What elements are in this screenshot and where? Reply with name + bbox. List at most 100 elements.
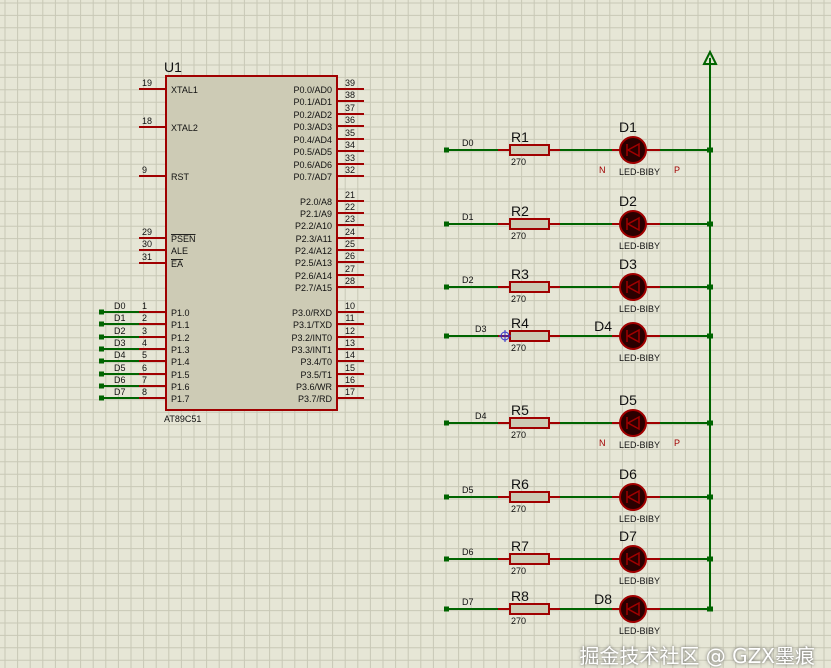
pin-name: P1.3 — [171, 345, 190, 355]
resistor-R6[interactable] — [509, 491, 550, 503]
led-D1[interactable] — [619, 136, 647, 164]
resistor-value: 270 — [511, 294, 526, 304]
pin-name: P3.3/INT1 — [291, 345, 332, 355]
pin-number: 10 — [345, 301, 355, 311]
led-ref: D2 — [619, 193, 637, 209]
pin-number: 18 — [142, 116, 152, 126]
pin-name: P1.6 — [171, 382, 190, 392]
junction-dot — [707, 606, 713, 612]
junction-dot — [707, 556, 713, 562]
led-part: LED-BIBY — [619, 514, 660, 524]
pin-name: P1.7 — [171, 394, 190, 404]
net-label: D1 — [462, 212, 474, 222]
resistor-R5[interactable] — [509, 417, 550, 429]
pin-number: 19 — [142, 78, 152, 88]
pin-number: 34 — [345, 140, 355, 150]
led-D3[interactable] — [619, 273, 647, 301]
power-terminal-arrow-icon[interactable] — [702, 49, 718, 65]
net-label: D4 — [475, 411, 487, 421]
junction-dot — [707, 221, 713, 227]
resistor-R7[interactable] — [509, 553, 550, 565]
resistor-ref: R4 — [511, 315, 529, 331]
net-label: D5 — [462, 485, 474, 495]
pin-name: P2.2/A10 — [295, 221, 332, 231]
diode-icon — [626, 415, 640, 431]
led-ref: D4 — [594, 318, 612, 334]
pin-number: 9 — [142, 165, 147, 175]
pin-number: 36 — [345, 115, 355, 125]
pin-number: 8 — [142, 387, 147, 397]
pin-name: P0.2/AD2 — [293, 110, 332, 120]
junction-dot — [444, 221, 449, 227]
led-D2[interactable] — [619, 210, 647, 238]
chip-ref: U1 — [164, 59, 182, 75]
pin-number: 3 — [142, 326, 147, 336]
resistor-ref: R3 — [511, 266, 529, 282]
junction-dot — [444, 333, 449, 339]
pin-number: 32 — [345, 165, 355, 175]
led-D5[interactable] — [619, 409, 647, 437]
diode-icon — [626, 142, 640, 158]
pin-number: 24 — [345, 227, 355, 237]
junction-dot — [707, 333, 713, 339]
resistor-R1[interactable] — [509, 144, 550, 156]
led-ref: D5 — [619, 392, 637, 408]
net-label: D7 — [114, 387, 126, 397]
pin-polarity-p: P — [674, 438, 680, 448]
pin-number: 2 — [142, 313, 147, 323]
led-ref: D1 — [619, 119, 637, 135]
resistor-ref: R7 — [511, 538, 529, 554]
pin-name: P1.2 — [171, 333, 190, 343]
led-D7[interactable] — [619, 545, 647, 573]
led-D8[interactable] — [619, 595, 647, 623]
pin-number: 26 — [345, 251, 355, 261]
resistor-value: 270 — [511, 430, 526, 440]
pin-name: EA — [171, 259, 183, 269]
junction-dot — [99, 383, 104, 389]
chip-body[interactable] — [165, 75, 338, 411]
pin-name: P2.3/A11 — [296, 234, 332, 244]
led-D6[interactable] — [619, 483, 647, 511]
junction-dot — [99, 334, 104, 340]
pin-number: 22 — [345, 202, 355, 212]
pin-number: 17 — [345, 387, 355, 397]
pin-name: P1.5 — [171, 370, 190, 380]
resistor-value: 270 — [511, 616, 526, 626]
resistor-R2[interactable] — [509, 218, 550, 230]
resistor-ref: R6 — [511, 476, 529, 492]
junction-dot — [99, 358, 104, 364]
junction-dot — [99, 395, 104, 401]
pin-number: 1 — [142, 301, 147, 311]
net-label: D7 — [462, 597, 474, 607]
resistor-value: 270 — [511, 231, 526, 241]
crosshair-cursor-icon — [499, 330, 511, 342]
resistor-R4[interactable] — [509, 330, 550, 342]
pin-number: 27 — [345, 264, 355, 274]
resistor-ref: R2 — [511, 203, 529, 219]
pin-name: P3.4/T0 — [300, 357, 332, 367]
pin-name: P2.0/A8 — [300, 197, 332, 207]
pin-number: 14 — [345, 350, 355, 360]
pin-name: P2.4/A12 — [295, 246, 332, 256]
pin-name: P0.4/AD4 — [293, 135, 332, 145]
net-label: D3 — [114, 338, 126, 348]
diode-icon — [626, 328, 640, 344]
led-ref: D3 — [619, 256, 637, 272]
resistor-R3[interactable] — [509, 281, 550, 293]
led-part: LED-BIBY — [619, 353, 660, 363]
net-label: D2 — [462, 275, 474, 285]
pin-name: P3.7/RD — [298, 394, 333, 404]
pin-number: 6 — [142, 363, 147, 373]
pin-name: ALE — [171, 246, 188, 256]
pin-number: 30 — [142, 239, 152, 249]
resistor-R8[interactable] — [509, 603, 550, 615]
pin-number: 13 — [345, 338, 355, 348]
pin-name: P1.1 — [171, 320, 190, 330]
pin-name: P0.0/AD0 — [293, 85, 332, 95]
led-D4[interactable] — [619, 322, 647, 350]
net-label: D6 — [462, 547, 474, 557]
pin-name: P2.1/A9 — [300, 209, 332, 219]
pin-name: P3.5/T1 — [300, 370, 332, 380]
pin-name: P0.6/AD6 — [293, 160, 332, 170]
